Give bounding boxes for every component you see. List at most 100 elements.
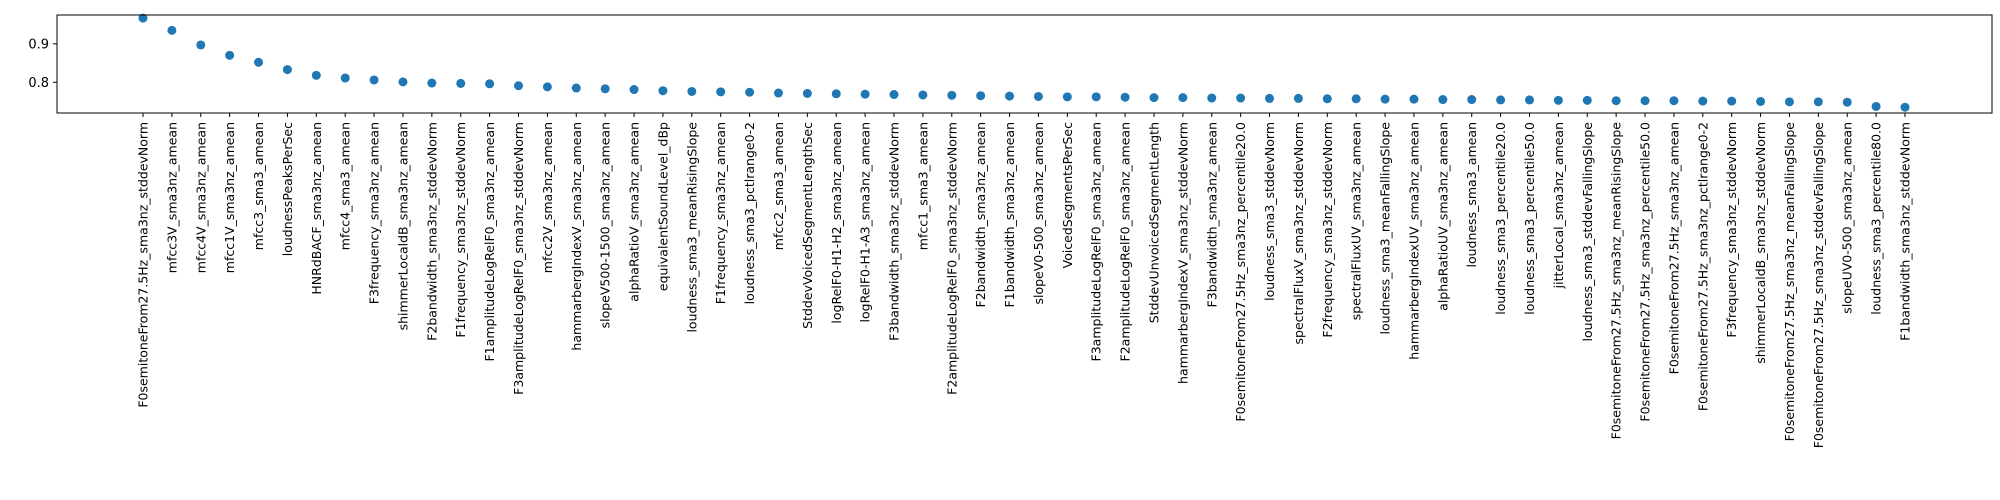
x-tick-label: loudness_sma3_amean: [1464, 122, 1479, 268]
x-tick-label: F0semitoneFrom27.5Hz_sma3nz_meanFallingS…: [1782, 122, 1797, 442]
x-tick-label: loudness_sma3_stddevNorm: [1262, 122, 1277, 301]
x-tick-label: mfcc1_sma3_amean: [915, 122, 930, 250]
x-tick-label: F3frequency_sma3nz_amean: [367, 122, 382, 304]
x-tick-label: loudness_sma3_meanRisingSlope: [684, 122, 699, 333]
x-tick-label: F2bandwidth_sma3nz_amean: [973, 122, 988, 307]
x-tick-label: HNRdBACF_sma3nz_amean: [309, 122, 324, 295]
x-tick-label: loudness_sma3_stddevFallingSlope: [1580, 122, 1595, 342]
data-point: [1409, 94, 1419, 104]
plot-frame: [56, 14, 1993, 114]
x-tick-label: F1frequency_sma3nz_stddevNorm: [453, 122, 468, 338]
x-tick-label: mfcc3_sma3_amean: [251, 122, 266, 250]
x-tick-label: hammarbergIndexUV_sma3nz_amean: [1406, 122, 1421, 360]
data-point: [889, 90, 899, 100]
x-tick-label: alphaRatioV_sma3nz_amean: [627, 122, 642, 302]
data-point: [1178, 93, 1188, 103]
x-tick-label: loudness_sma3_pctlrange0-2: [742, 122, 757, 304]
x-tick-label: mfcc3V_sma3nz_amean: [164, 122, 179, 273]
data-point: [1293, 93, 1303, 103]
data-point: [1813, 97, 1823, 107]
x-tick-label: logRelF0-H1-A3_sma3nz_amean: [858, 122, 873, 322]
data-point: [600, 84, 610, 94]
x-tick-label: F0semitoneFrom27.5Hz_sma3nz_percentile20…: [1233, 122, 1248, 422]
data-point: [340, 73, 350, 83]
x-tick-label: alphaRatioUV_sma3nz_amean: [1435, 122, 1450, 311]
data-point: [1236, 93, 1246, 103]
data-point: [1900, 102, 1910, 112]
data-point: [1033, 91, 1043, 101]
data-point: [1438, 95, 1448, 105]
x-tick-label: F3frequency_sma3nz_stddevNorm: [1724, 122, 1739, 338]
data-point: [1322, 94, 1332, 104]
x-tick-label: mfcc2_sma3_amean: [771, 122, 786, 250]
x-tick-label: logRelF0-H1-H2_sma3nz_amean: [829, 122, 844, 324]
x-tick-label: F1bandwidth_sma3nz_amean: [1002, 122, 1017, 307]
x-tick-label: loudness_sma3_percentile50.0: [1522, 122, 1537, 315]
data-point: [514, 81, 524, 91]
data-point: [1524, 95, 1534, 105]
data-point: [716, 87, 726, 97]
data-point: [138, 13, 148, 23]
x-tick-label: hammarbergIndexV_sma3nz_stddevNorm: [1175, 122, 1190, 384]
data-point: [167, 25, 177, 35]
x-tick-label: hammarbergIndexV_sma3nz_amean: [569, 122, 584, 351]
data-point: [802, 88, 812, 98]
x-tick-label: F2amplitudeLogRelF0_sma3nz_stddevNorm: [944, 122, 959, 395]
data-point: [773, 88, 783, 98]
data-point: [542, 82, 552, 92]
data-point: [282, 65, 292, 75]
data-point: [1149, 93, 1159, 103]
x-tick-label: F0semitoneFrom27.5Hz_sma3nz_amean: [1666, 122, 1681, 374]
data-point: [398, 77, 408, 87]
x-tick-label: F3amplitudeLogRelF0_sma3nz_amean: [1089, 122, 1104, 361]
data-point: [1120, 92, 1130, 102]
data-point: [1727, 96, 1737, 106]
x-tick-label: F3bandwidth_sma3nz_amean: [1204, 122, 1219, 307]
x-tick-label: loudness_sma3_percentile80.0: [1869, 122, 1884, 315]
x-tick-label: F1bandwidth_sma3nz_stddevNorm: [1898, 122, 1913, 341]
data-point: [745, 87, 755, 97]
data-point: [687, 86, 697, 96]
data-point: [1467, 95, 1477, 105]
data-point: [1871, 101, 1881, 111]
data-point: [254, 57, 264, 67]
y-axis-ticks: 0.8 0.9: [28, 37, 57, 91]
x-tick-label: VoicedSegmentsPerSec: [1060, 122, 1075, 269]
x-tick-label: jitterLocal_sma3nz_amean: [1551, 122, 1566, 289]
data-point: [1553, 95, 1563, 105]
y-tick-label: 0.8: [28, 76, 49, 91]
x-tick-label: F0semitoneFrom27.5Hz_sma3nz_meanRisingSl…: [1609, 122, 1624, 440]
x-tick-label: F3bandwidth_sma3nz_stddevNorm: [887, 122, 902, 341]
x-tick-label: F2amplitudeLogRelF0_sma3nz_amean: [1118, 122, 1133, 361]
data-point: [1380, 94, 1390, 104]
data-point: [1669, 96, 1679, 106]
x-tick-label: mfcc4V_sma3nz_amean: [193, 122, 208, 273]
data-point: [225, 50, 235, 60]
y-tick-label: 0.9: [28, 37, 49, 52]
x-tick-label: equivalentSoundLevel_dBp: [655, 122, 670, 291]
x-tick-label: loudness_sma3_percentile20.0: [1493, 122, 1508, 315]
data-point: [1842, 97, 1852, 107]
data-point: [1265, 93, 1275, 103]
x-tick-label: shimmerLocaldB_sma3nz_amean: [395, 122, 410, 330]
x-tick-label: slopeV500-1500_sma3nz_amean: [598, 122, 613, 328]
data-point: [1496, 95, 1506, 105]
data-point: [456, 78, 466, 88]
x-tick-label: slopeUV0-500_sma3nz_amean: [1840, 122, 1855, 314]
x-tick-label: slopeV0-500_sma3nz_amean: [1031, 122, 1046, 305]
data-point: [571, 83, 581, 93]
x-tick-label: F3amplitudeLogRelF0_sma3nz_stddevNorm: [511, 122, 526, 395]
data-point: [369, 75, 379, 85]
data-point: [1091, 92, 1101, 102]
data-point: [1784, 97, 1794, 107]
data-point: [976, 91, 986, 101]
data-point: [196, 40, 206, 50]
data-point: [1756, 96, 1766, 106]
data-point: [427, 78, 437, 88]
data-point: [1698, 96, 1708, 106]
x-tick-label: F1amplitudeLogRelF0_sma3nz_amean: [482, 122, 497, 361]
x-tick-label: mfcc1V_sma3nz_amean: [222, 122, 237, 273]
data-point: [860, 89, 870, 99]
